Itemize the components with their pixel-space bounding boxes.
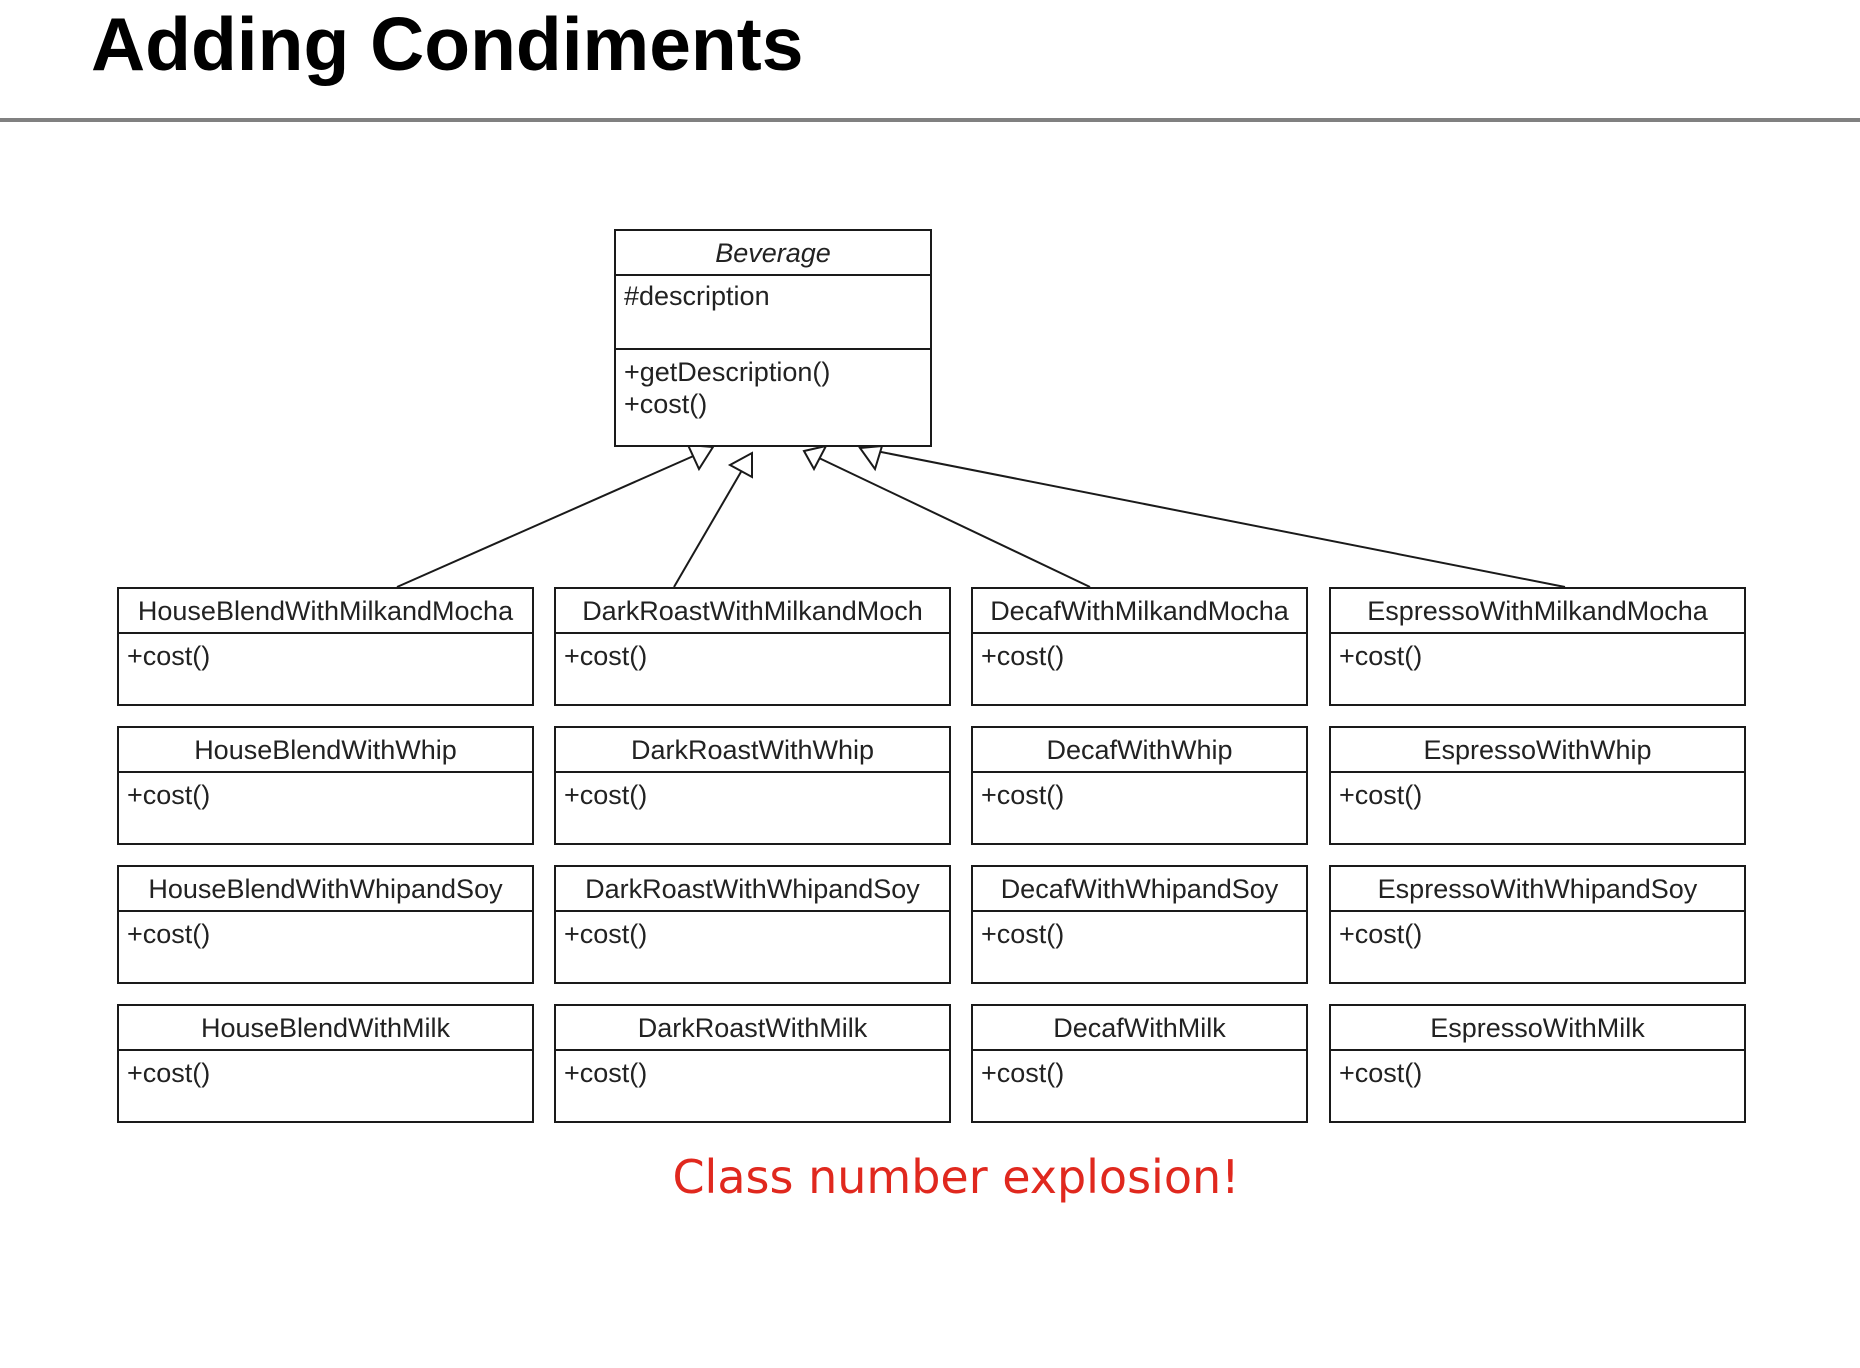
class-beverage-operations: +getDescription() +cost() (616, 350, 930, 420)
class-explosion-note: Class number explosion! (672, 1150, 1240, 1204)
class-name: HouseBlendWithMilk (119, 1006, 532, 1051)
class-operation: +cost() (1339, 780, 1423, 810)
class-name: DecafWithWhip (973, 728, 1306, 773)
class-box: HouseBlendWithMilk +cost() (117, 1004, 534, 1123)
class-name: EspressoWithMilkandMocha (1331, 589, 1744, 634)
class-operation: +cost() (564, 1058, 648, 1088)
class-operation: +cost() (981, 641, 1065, 671)
class-operation: +cost() (127, 641, 211, 671)
class-name: DecafWithMilkandMocha (973, 589, 1306, 634)
class-name: EspressoWithWhipandSoy (1331, 867, 1744, 912)
operation-cost: +cost() (624, 389, 708, 419)
class-name: HouseBlendWithWhipandSoy (119, 867, 532, 912)
class-name: DarkRoastWithMilkandMoch (556, 589, 949, 634)
class-operation: +cost() (127, 919, 211, 949)
class-name: DarkRoastWithMilk (556, 1006, 949, 1051)
class-name: HouseBlendWithWhip (119, 728, 532, 773)
page-title: Adding Condiments (91, 2, 804, 86)
arrow-decaf (818, 457, 1091, 588)
arrowhead-darkroast (727, 451, 753, 479)
class-name: DarkRoastWithWhip (556, 728, 949, 773)
class-box: EspressoWithMilk +cost() (1329, 1004, 1746, 1123)
class-box: DarkRoastWithWhipandSoy +cost() (554, 865, 951, 984)
class-name: HouseBlendWithMilkandMocha (119, 589, 532, 634)
class-name: DarkRoastWithWhipandSoy (556, 867, 949, 912)
class-box: EspressoWithWhipandSoy +cost() (1329, 865, 1746, 984)
class-operation: +cost() (981, 1058, 1065, 1088)
class-operation: +cost() (1339, 919, 1423, 949)
class-operation: +cost() (564, 641, 648, 671)
class-box: HouseBlendWithWhipandSoy +cost() (117, 865, 534, 984)
class-box: HouseBlendWithMilkandMocha +cost() (117, 587, 534, 706)
arrow-darkroast (673, 464, 746, 588)
class-name: DecafWithMilk (973, 1006, 1306, 1051)
class-operation: +cost() (564, 919, 648, 949)
class-name: EspressoWithWhip (1331, 728, 1744, 773)
class-box: DarkRoastWithWhip +cost() (554, 726, 951, 845)
class-box: EspressoWithWhip +cost() (1329, 726, 1746, 845)
class-operation: +cost() (1339, 641, 1423, 671)
class-beverage-attributes: #description (616, 276, 930, 350)
class-operation: +cost() (564, 780, 648, 810)
operation-getdescription: +getDescription() (624, 357, 831, 387)
class-box: DecafWithMilk +cost() (971, 1004, 1308, 1123)
arrowhead-espresso (858, 444, 884, 472)
class-operation: +cost() (1339, 1058, 1423, 1088)
class-name: DecafWithWhipandSoy (973, 867, 1306, 912)
arrow-houseblend (396, 453, 699, 588)
class-operation: +cost() (981, 919, 1065, 949)
class-box: DarkRoastWithMilk +cost() (554, 1004, 951, 1123)
arrowhead-decaf (802, 444, 828, 472)
arrow-espresso (875, 450, 1566, 588)
class-box: HouseBlendWithWhip +cost() (117, 726, 534, 845)
class-operation: +cost() (127, 1058, 211, 1088)
class-box: DarkRoastWithMilkandMoch +cost() (554, 587, 951, 706)
class-box: DecafWithWhip +cost() (971, 726, 1308, 845)
class-box: EspressoWithMilkandMocha +cost() (1329, 587, 1746, 706)
class-name: EspressoWithMilk (1331, 1006, 1744, 1051)
attribute-description: #description (624, 281, 770, 311)
class-box: DecafWithMilkandMocha +cost() (971, 587, 1308, 706)
title-divider (0, 118, 1860, 122)
class-operation: +cost() (127, 780, 211, 810)
class-operation: +cost() (981, 780, 1065, 810)
class-beverage: Beverage #description +getDescription() … (614, 229, 932, 447)
class-box: DecafWithWhipandSoy +cost() (971, 865, 1308, 984)
class-beverage-name: Beverage (616, 231, 930, 276)
